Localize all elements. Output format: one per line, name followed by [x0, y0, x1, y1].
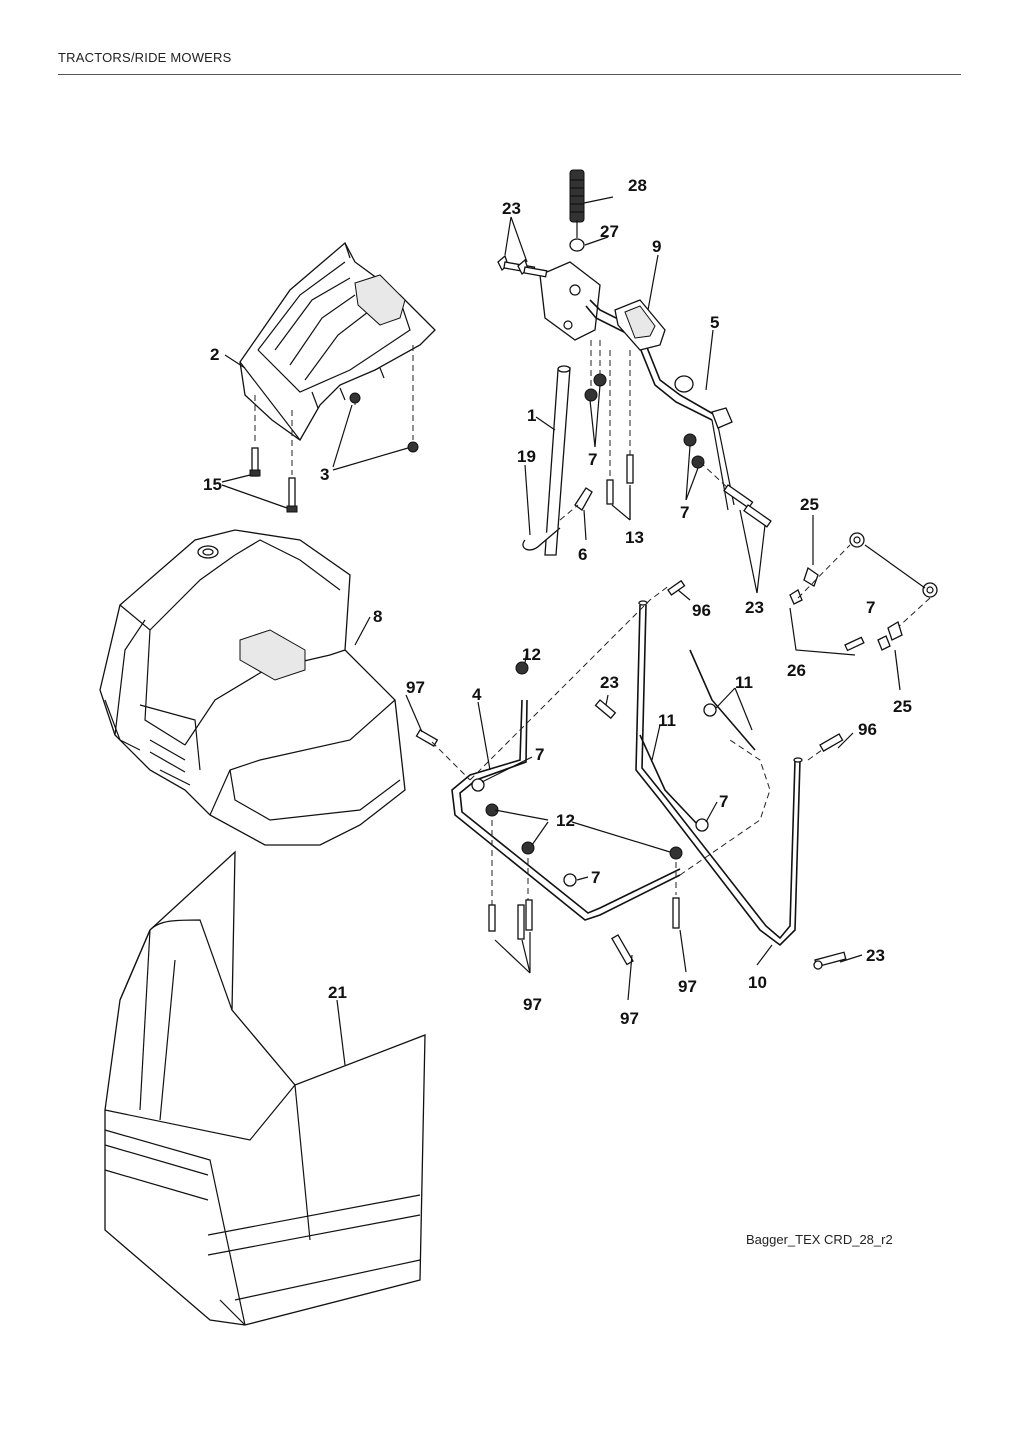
callout-97: 97 [406, 678, 425, 697]
diagram-reference-code: Bagger_TEX CRD_28_r2 [746, 1232, 893, 1247]
callout-7: 7 [535, 745, 544, 764]
callout-10: 10 [748, 973, 767, 992]
callout-19: 19 [517, 447, 536, 466]
callout-96: 96 [858, 720, 877, 739]
handle-fasteners [584, 340, 772, 594]
page-header: TRACTORS/RIDE MOWERS [58, 48, 961, 75]
callout-15: 15 [203, 475, 222, 494]
part-15-bolts [221, 395, 298, 513]
callout-labels: 28 23 27 9 5 2 1 19 7 15 3 13 6 7 25 23 … [203, 176, 912, 1028]
callout-9: 9 [652, 237, 661, 256]
lower-frame [415, 579, 847, 970]
callout-23: 23 [600, 673, 619, 692]
callout-23: 23 [745, 598, 764, 617]
callout-7: 7 [680, 503, 689, 522]
callout-12: 12 [556, 811, 575, 830]
callout-11: 11 [735, 673, 753, 692]
callout-97: 97 [523, 995, 542, 1014]
callout-2: 2 [210, 345, 219, 364]
callout-25: 25 [800, 495, 819, 514]
callout-11: 11 [658, 711, 676, 730]
part-1-rod [522, 365, 593, 556]
callout-96: 96 [692, 601, 711, 620]
callout-23: 23 [866, 946, 885, 965]
callout-6: 6 [578, 545, 587, 564]
callout-23: 23 [502, 199, 521, 218]
callout-7: 7 [719, 792, 728, 811]
callout-97: 97 [620, 1009, 639, 1028]
callout-1: 1 [527, 406, 536, 425]
callout-26: 26 [787, 661, 806, 680]
callout-4: 4 [472, 685, 482, 704]
callout-7: 7 [591, 868, 600, 887]
callout-28: 28 [628, 176, 647, 195]
callout-7: 7 [866, 598, 875, 617]
callout-25: 25 [893, 697, 912, 716]
part-2-upper-cover [239, 241, 436, 441]
section-title: TRACTORS/RIDE MOWERS [58, 50, 232, 65]
callout-5: 5 [710, 313, 719, 332]
callout-97: 97 [678, 977, 697, 996]
callout-13: 13 [625, 528, 644, 547]
part-8-top-cover [99, 529, 406, 846]
callout-8: 8 [373, 607, 382, 626]
part-3-nuts [332, 345, 419, 471]
hinge-hardware [789, 515, 938, 691]
callout-7: 7 [588, 450, 597, 469]
callout-27: 27 [600, 222, 619, 241]
part-21-bag [104, 850, 426, 1326]
lower-leaders [224, 354, 863, 1066]
callout-21: 21 [328, 983, 347, 1002]
callout-3: 3 [320, 465, 329, 484]
callout-12: 12 [522, 645, 541, 664]
